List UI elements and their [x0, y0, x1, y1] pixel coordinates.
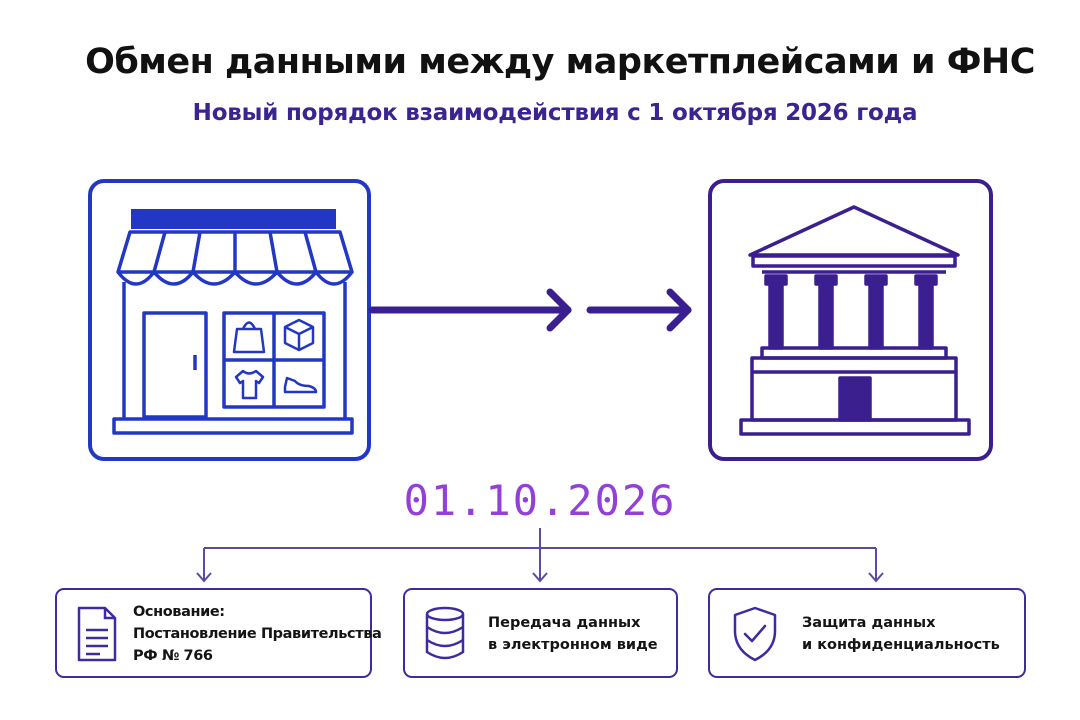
- shield-check-icon: [733, 606, 777, 662]
- card-data-protection-text: Защита данных и конфиденциальность: [802, 612, 1000, 656]
- flow-arrows: [368, 288, 692, 332]
- storefront-icon: [112, 209, 354, 435]
- database-icon: [425, 606, 465, 660]
- document-icon: [77, 606, 117, 662]
- card-line: Постановление Правительства: [133, 626, 382, 642]
- card-line: Основание:: [133, 604, 225, 620]
- effective-date: 01.10.2026: [403, 476, 677, 525]
- card-line: и конфиденциальность: [802, 637, 1000, 653]
- card-legal-basis-text: Основание: Постановление Правительства Р…: [133, 601, 382, 667]
- card-line: РФ № 766: [133, 648, 213, 664]
- fns-node: [708, 179, 993, 461]
- card-data-protection: Защита данных и конфиденциальность: [708, 588, 1026, 678]
- card-line: Защита данных: [802, 615, 936, 631]
- card-line: в электронном виде: [488, 637, 658, 653]
- connector-lines: [196, 528, 884, 583]
- marketplace-node: [88, 179, 371, 461]
- page-title: Обмен данными между маркетплейсами и ФНС: [85, 42, 1035, 82]
- government-building-icon: [739, 205, 971, 436]
- page-subtitle: Новый порядок взаимодействия с 1 октября…: [192, 100, 918, 126]
- card-data-transfer-text: Передача данных в электронном виде: [488, 612, 658, 656]
- card-data-transfer: Передача данных в электронном виде: [403, 588, 678, 678]
- card-legal-basis: Основание: Постановление Правительства Р…: [55, 588, 382, 678]
- card-line: Передача данных: [488, 615, 641, 631]
